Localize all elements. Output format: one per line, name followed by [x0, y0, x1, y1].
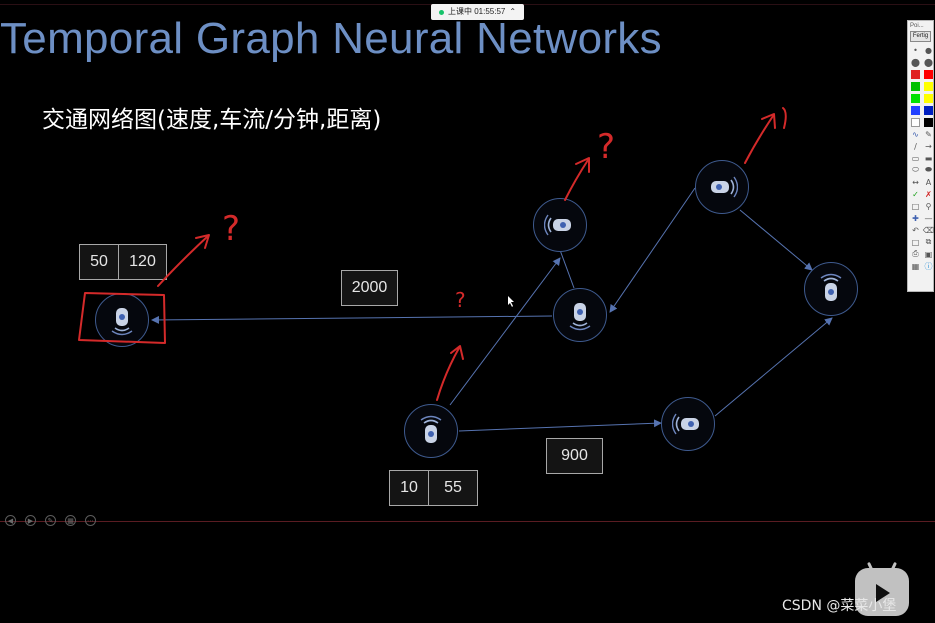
speed-value: 50 — [90, 253, 108, 270]
slideshow-controls: ◀ ▶ ✎ ▦ ⋯ — [5, 515, 96, 526]
question-mark: ? — [222, 209, 240, 249]
traffic-sensor-icon — [672, 413, 699, 435]
slide-bottom-border — [0, 521, 935, 522]
print-icon[interactable]: ⎙ — [912, 249, 919, 258]
distance-label-2000: 2000 — [341, 270, 398, 306]
node-center-sensor — [553, 288, 607, 342]
line-icon[interactable]: ∕ — [914, 141, 917, 151]
freehand-icon[interactable]: ∿ — [912, 129, 919, 139]
image-icon[interactable]: ▦ — [911, 261, 920, 271]
node-right-top-sensor — [695, 160, 749, 214]
slide-title: Temporal Graph Neural Networks — [0, 14, 662, 63]
check-icon[interactable]: ✓ — [912, 189, 919, 199]
edge-right-to-far — [739, 209, 813, 271]
annotation-toolbar: Poi... Fertig • ● ⬤ ⬤ ∿ ✎ ∕ → ▭ ▬ ⬭ ⬬ ↔ … — [907, 20, 934, 292]
info-icon[interactable]: ⓘ — [924, 261, 933, 271]
node-low-right-sensor — [661, 397, 715, 451]
traffic-sensor-icon — [420, 415, 442, 443]
eraser-icon[interactable]: ✎ — [925, 129, 932, 139]
question-mark: ? — [597, 127, 615, 167]
flow-value: 120 — [118, 245, 166, 279]
node-mid-top-sensor — [533, 198, 587, 252]
crop-icon[interactable]: □ — [911, 201, 920, 211]
edge-900 — [458, 419, 662, 432]
annotation-arrow — [564, 159, 589, 201]
highlight-box — [78, 292, 166, 344]
color-swatch[interactable] — [910, 105, 921, 115]
slide-overview-icon[interactable]: ▦ — [65, 515, 76, 526]
color-swatch[interactable] — [923, 93, 934, 103]
large-dot-icon[interactable]: ⬤ — [911, 57, 920, 67]
pen-tool-icon[interactable]: ✎ — [45, 515, 56, 526]
edge-low-to-far — [714, 317, 833, 417]
node-left-sensor — [95, 293, 149, 347]
done-button[interactable]: Fertig — [910, 31, 931, 42]
xlarge-dot-icon[interactable]: ⬤ — [924, 57, 933, 67]
recording-indicator[interactable]: 上课中 01:55:57 ⌃ — [431, 4, 525, 20]
feature-box-bottom: 10 55 — [389, 470, 478, 506]
color-swatch[interactable] — [923, 117, 934, 127]
edge-2000 — [151, 315, 553, 324]
minus-icon[interactable]: — — [924, 213, 933, 223]
color-swatch[interactable] — [910, 81, 921, 91]
small-dot-icon[interactable]: • — [913, 45, 918, 55]
edge-bottom-to-mid — [449, 257, 561, 406]
flow-value: 55 — [428, 471, 477, 505]
new-page-icon[interactable]: □ — [911, 237, 920, 247]
undo-icon[interactable]: ↶ — [912, 225, 919, 235]
chevron-up-icon: ⌃ — [509, 7, 517, 16]
node-bottom-sensor — [404, 404, 458, 458]
play-icon — [876, 584, 890, 602]
feature-box-left: 50 120 — [79, 244, 167, 280]
rectangle-icon[interactable]: ▭ — [911, 153, 920, 163]
recording-label: 上课中 01:55:57 — [448, 7, 506, 16]
annotation-arrow — [744, 115, 774, 164]
medium-dot-icon[interactable]: ● — [925, 45, 932, 55]
filled-ellipse-icon[interactable]: ⬬ — [925, 165, 932, 174]
cross-icon[interactable]: ✗ — [925, 189, 932, 199]
more-options-icon[interactable]: ⋯ — [85, 515, 96, 526]
text-icon[interactable]: A — [925, 177, 932, 187]
toolbar-title: Poi... — [910, 23, 924, 29]
plus-icon[interactable]: ✚ — [912, 213, 919, 223]
color-swatch[interactable] — [923, 81, 934, 91]
bilibili-logo — [855, 561, 909, 616]
traffic-sensor-icon — [820, 273, 842, 301]
color-swatch[interactable] — [923, 105, 934, 115]
distance-label-900: 900 — [546, 438, 603, 474]
slide-subtitle: 交通网络图(速度,车流/分钟,距离) — [42, 107, 382, 133]
traffic-sensor-icon — [711, 176, 738, 198]
double-arrow-icon[interactable]: ↔ — [912, 177, 919, 187]
arrow-icon[interactable]: → — [925, 141, 932, 151]
question-mark: ? — [455, 288, 466, 312]
next-slide-icon[interactable]: ▶ — [25, 515, 36, 526]
speed-value: 10 — [400, 479, 418, 496]
traffic-sensor-icon — [569, 303, 591, 331]
annotation-arrow — [157, 235, 209, 287]
color-swatch[interactable] — [910, 69, 921, 79]
color-swatch[interactable] — [910, 117, 921, 127]
color-swatch[interactable] — [923, 69, 934, 79]
filled-rectangle-icon[interactable]: ▬ — [924, 153, 933, 163]
copy-icon[interactable]: ⧉ — [925, 237, 932, 246]
color-swatch[interactable] — [910, 93, 921, 103]
node-far-right-sensor — [804, 262, 858, 316]
ellipse-icon[interactable]: ⬭ — [912, 165, 919, 174]
traffic-sensor-icon — [111, 308, 133, 336]
save-icon[interactable]: ▣ — [924, 249, 933, 259]
traffic-sensor-icon — [544, 214, 571, 236]
csdn-watermark: CSDN @菜菜小堡 — [782, 598, 897, 614]
trash-icon[interactable]: ⌫ — [922, 225, 935, 235]
annotation-arrow — [436, 347, 460, 401]
edge-mid-to-center — [559, 249, 575, 289]
edge-right-down — [609, 187, 696, 313]
zoom-icon[interactable]: ⚲ — [925, 201, 932, 211]
recording-dot-icon — [439, 9, 444, 15]
previous-slide-icon[interactable]: ◀ — [5, 515, 16, 526]
